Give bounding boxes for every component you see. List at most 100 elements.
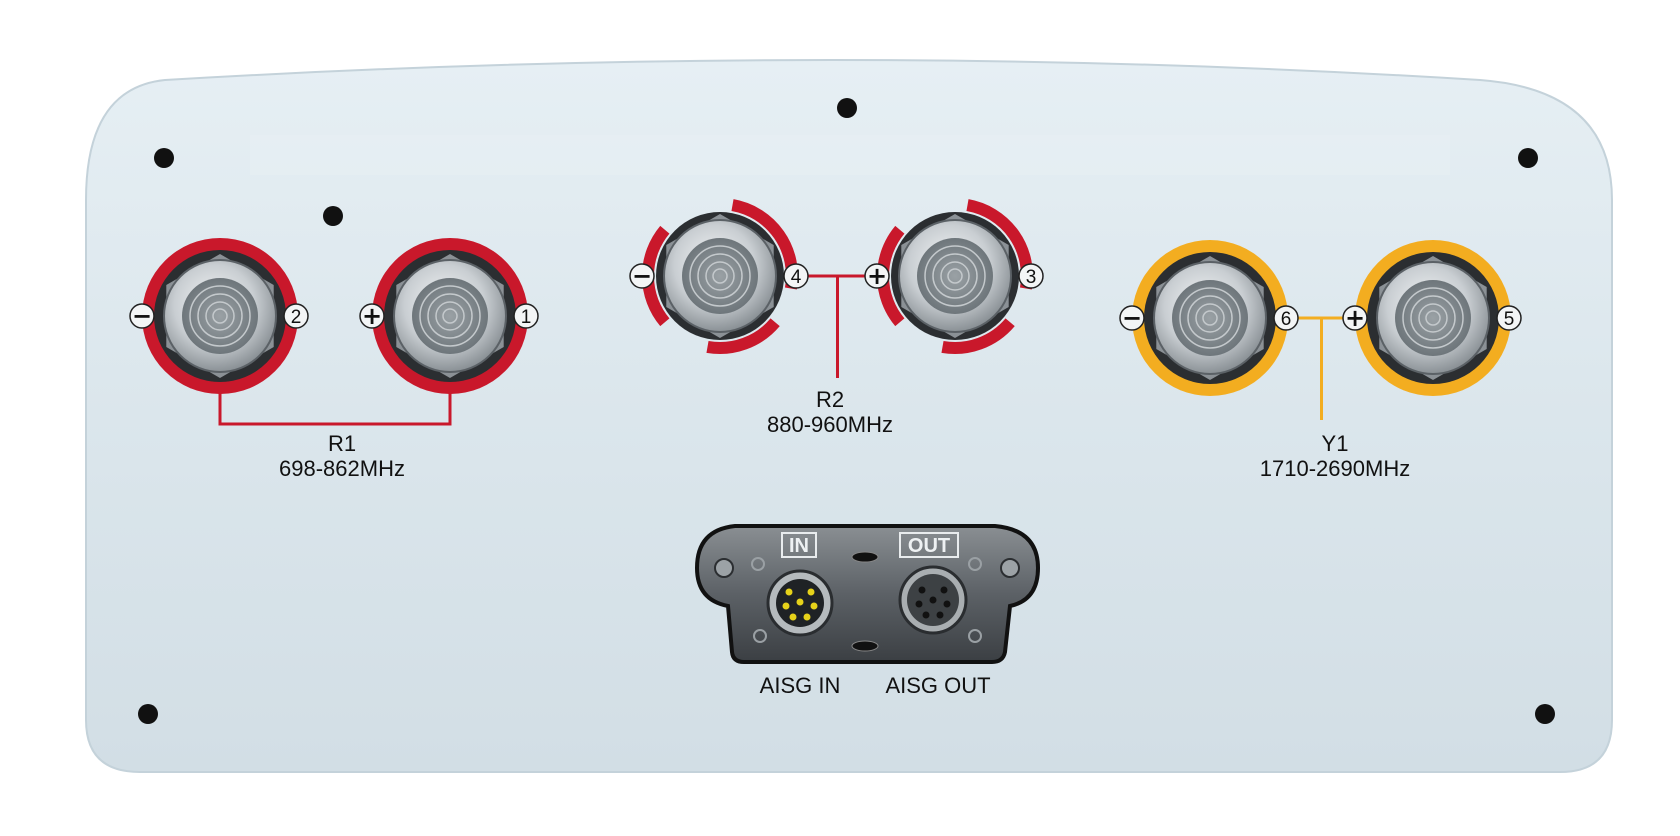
aisg-socket [918,586,926,594]
aisg-port-plate: IN OUT [694,524,1041,664]
port-face-ring [947,268,963,284]
aisg-socket [943,600,951,608]
polarity-sign: + [867,262,887,290]
polarity-badge [129,303,155,329]
aisg-socket [936,611,944,619]
polarity-sign: + [1345,304,1365,332]
rf-port-6[interactable]: −6 [1119,240,1299,396]
port-face-ring [205,301,235,331]
port-number-badge [1273,305,1299,331]
band-label-r2: R2 880-960MHz [730,387,930,437]
aisg-pin [810,602,818,610]
polarity-badge [864,263,890,289]
rf-port-1[interactable]: +1 [359,238,539,394]
aisg-pin [789,613,797,621]
port-face-ring [940,261,970,291]
mounting-hole [837,98,857,118]
plate-screw [751,557,765,571]
port-face-ring [189,285,251,347]
polarity-badge [1119,305,1145,331]
panel-inner-shade [250,135,1450,175]
aisg-out-sockets [915,586,951,619]
port-face-ring [705,261,735,291]
port-number: 6 [1281,309,1292,330]
aisg-socket [940,586,948,594]
port-number-badge [1496,305,1522,331]
port-face [412,278,488,354]
aisg-in-pins [782,588,818,621]
aisg-pin [796,598,804,606]
polarity-badge [1342,305,1368,331]
rf-port-5[interactable]: +5 [1342,240,1522,396]
port-color-arc [706,318,780,354]
port-face [182,278,258,354]
rf-port-2[interactable]: −2 [129,238,309,394]
polarity-sign: − [1122,304,1142,332]
aisg-in-label: AISG IN [759,673,841,698]
plate-screw [753,629,767,643]
plate-screw [1000,558,1020,578]
out-tag-box [899,532,959,558]
band-range: 698-862MHz [279,456,405,481]
port-face-ring [712,268,728,284]
panel-body [85,59,1613,773]
band-y1-group: −6+5 [1119,240,1522,420]
port-face [1395,280,1471,356]
port-number: 5 [1504,309,1515,330]
rf-connectors: −2+1−4+3−6+5 [129,199,1522,426]
aisg-socket [922,611,930,619]
port-face [1172,280,1248,356]
port-number: 2 [291,307,302,328]
band-r1-group: −2+1 [129,238,539,426]
port-face-ring [435,301,465,331]
aisg-pin [807,588,815,596]
port-face-ring [1202,310,1218,326]
port-face-ring [419,285,481,347]
aisg-pin [782,602,790,610]
band-link-line [800,274,875,378]
plate-screw [968,557,982,571]
port-face-ring [689,245,751,307]
plate-screw [714,558,734,578]
band-name: R1 [327,431,357,456]
port-face-ring [697,253,743,299]
port-face-ring [1410,295,1456,341]
rf-port-4[interactable]: −4 [629,199,809,354]
mounting-hole [1518,148,1538,168]
port-face-ring [1402,287,1464,349]
port-face-ring [1187,295,1233,341]
mounting-hole [138,704,158,724]
port-face-ring [1418,303,1448,333]
mounting-hole [323,206,343,226]
out-tag: OUT [908,535,950,557]
aisg-pin [785,588,793,596]
band-link-line [218,388,452,426]
band-name: R2 [815,387,845,412]
mounting-hole [1535,704,1555,724]
mounting-holes [138,98,1555,724]
polarity-sign: − [632,262,652,290]
port-number: 3 [1026,267,1037,288]
rf-port-3[interactable]: +3 [864,199,1044,354]
plate-slot [851,640,879,652]
port-face-ring [1425,310,1441,326]
port-face-ring [197,293,243,339]
port-face [917,238,993,314]
port-number-badge [1018,263,1044,289]
aisg-out-label: AISG OUT [885,673,991,698]
band-label-r1: R1 698-862MHz [242,431,442,481]
polarity-sign: − [132,302,152,330]
port-face-ring [924,245,986,307]
port-number-badge [283,303,309,329]
in-tag: IN [789,535,809,557]
port-face-ring [932,253,978,299]
port-face-ring [427,293,473,339]
port-face-ring [1179,287,1241,349]
polarity-sign: + [362,302,382,330]
aisg-socket [915,600,923,608]
band-name: Y1 [1321,431,1349,456]
band-range: 880-960MHz [767,412,893,437]
port-number: 4 [791,267,802,288]
polarity-badge [629,263,655,289]
